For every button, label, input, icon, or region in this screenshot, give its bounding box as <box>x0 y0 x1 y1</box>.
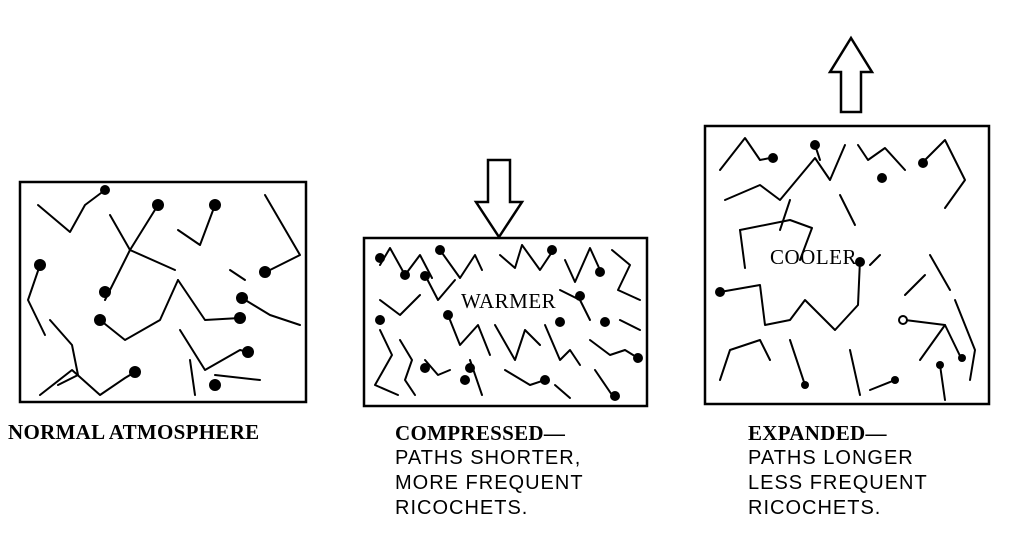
expanded-caption-line-2: LESS FREQUENT <box>748 472 928 494</box>
molecule-dot <box>891 376 899 384</box>
compress-arrow-down-icon <box>473 158 525 240</box>
molecule-dot <box>555 317 565 327</box>
expanded-inner-label: COOLER <box>770 245 857 269</box>
molecule-dot <box>99 286 111 298</box>
molecule-dot <box>94 314 106 326</box>
normal-molecule-paths <box>27 189 301 396</box>
molecule-dot <box>575 291 585 301</box>
expanded-molecule-paths <box>719 137 976 401</box>
compressed-caption-line-1: PATHS SHORTER, <box>395 447 582 469</box>
molecule-dot <box>801 381 809 389</box>
molecule-dot <box>610 391 620 401</box>
molecule-dot <box>152 199 164 211</box>
expanded-caption-line-3: RICOCHETS. <box>748 497 882 519</box>
compressed-panel: WARMER <box>362 158 649 408</box>
compressed-caption-line-2: MORE FREQUENT <box>395 472 584 494</box>
molecule-dot <box>715 287 725 297</box>
compressed-box <box>362 236 649 408</box>
molecule-dot <box>877 173 887 183</box>
compressed-molecules <box>375 245 643 401</box>
molecule-dot <box>958 354 966 362</box>
molecule-dot <box>595 267 605 277</box>
molecule-dot <box>34 259 46 271</box>
molecule-dot <box>855 257 865 267</box>
molecule-dot <box>420 271 430 281</box>
normal-molecules <box>34 185 271 391</box>
molecule-dot <box>375 253 385 263</box>
expanded-caption: EXPANDED— PATHS LONGER LESS FREQUENT RIC… <box>748 420 928 521</box>
molecule-dot <box>547 245 557 255</box>
compressed-caption-line-3: RICOCHETS. <box>395 497 529 519</box>
expand-arrow-up-icon <box>827 35 875 114</box>
molecule-dot <box>435 245 445 255</box>
expanded-box <box>703 124 991 406</box>
molecule-dot <box>400 270 410 280</box>
expanded-panel: COOLER <box>703 35 991 406</box>
molecule-dot <box>460 375 470 385</box>
compressed-inner-label: WARMER <box>461 289 556 313</box>
molecule-dot <box>242 346 254 358</box>
compressed-caption: COMPRESSED— PATHS SHORTER, MORE FREQUENT… <box>395 420 584 521</box>
molecule-dot <box>100 185 110 195</box>
normal-caption-title: NORMAL ATMOSPHERE <box>8 420 260 444</box>
normal-atmosphere-panel <box>18 180 308 404</box>
molecule-dot <box>768 153 778 163</box>
molecule-dot <box>129 366 141 378</box>
expanded-molecules <box>715 140 966 389</box>
molecule-dot <box>540 375 550 385</box>
molecule-dot <box>209 199 221 211</box>
molecule-dot <box>898 315 908 325</box>
normal-atmosphere-box <box>18 180 308 404</box>
molecule-dot <box>375 315 385 325</box>
molecule-dot <box>259 266 271 278</box>
molecule-dot <box>600 317 610 327</box>
expanded-caption-title: EXPANDED— <box>748 421 887 445</box>
molecule-dot <box>443 310 453 320</box>
expanded-caption-line-1: PATHS LONGER <box>748 447 914 469</box>
molecule-dot <box>234 312 246 324</box>
compressed-caption-title: COMPRESSED— <box>395 421 566 445</box>
molecule-dot <box>810 140 820 150</box>
normal-atmosphere-caption: NORMAL ATMOSPHERE <box>8 420 259 445</box>
molecule-dot <box>420 363 430 373</box>
molecule-dot <box>236 292 248 304</box>
molecule-dot <box>465 363 475 373</box>
molecule-dot <box>936 361 944 369</box>
molecule-dot <box>918 158 928 168</box>
molecule-dot <box>209 379 221 391</box>
molecule-dot <box>633 353 643 363</box>
